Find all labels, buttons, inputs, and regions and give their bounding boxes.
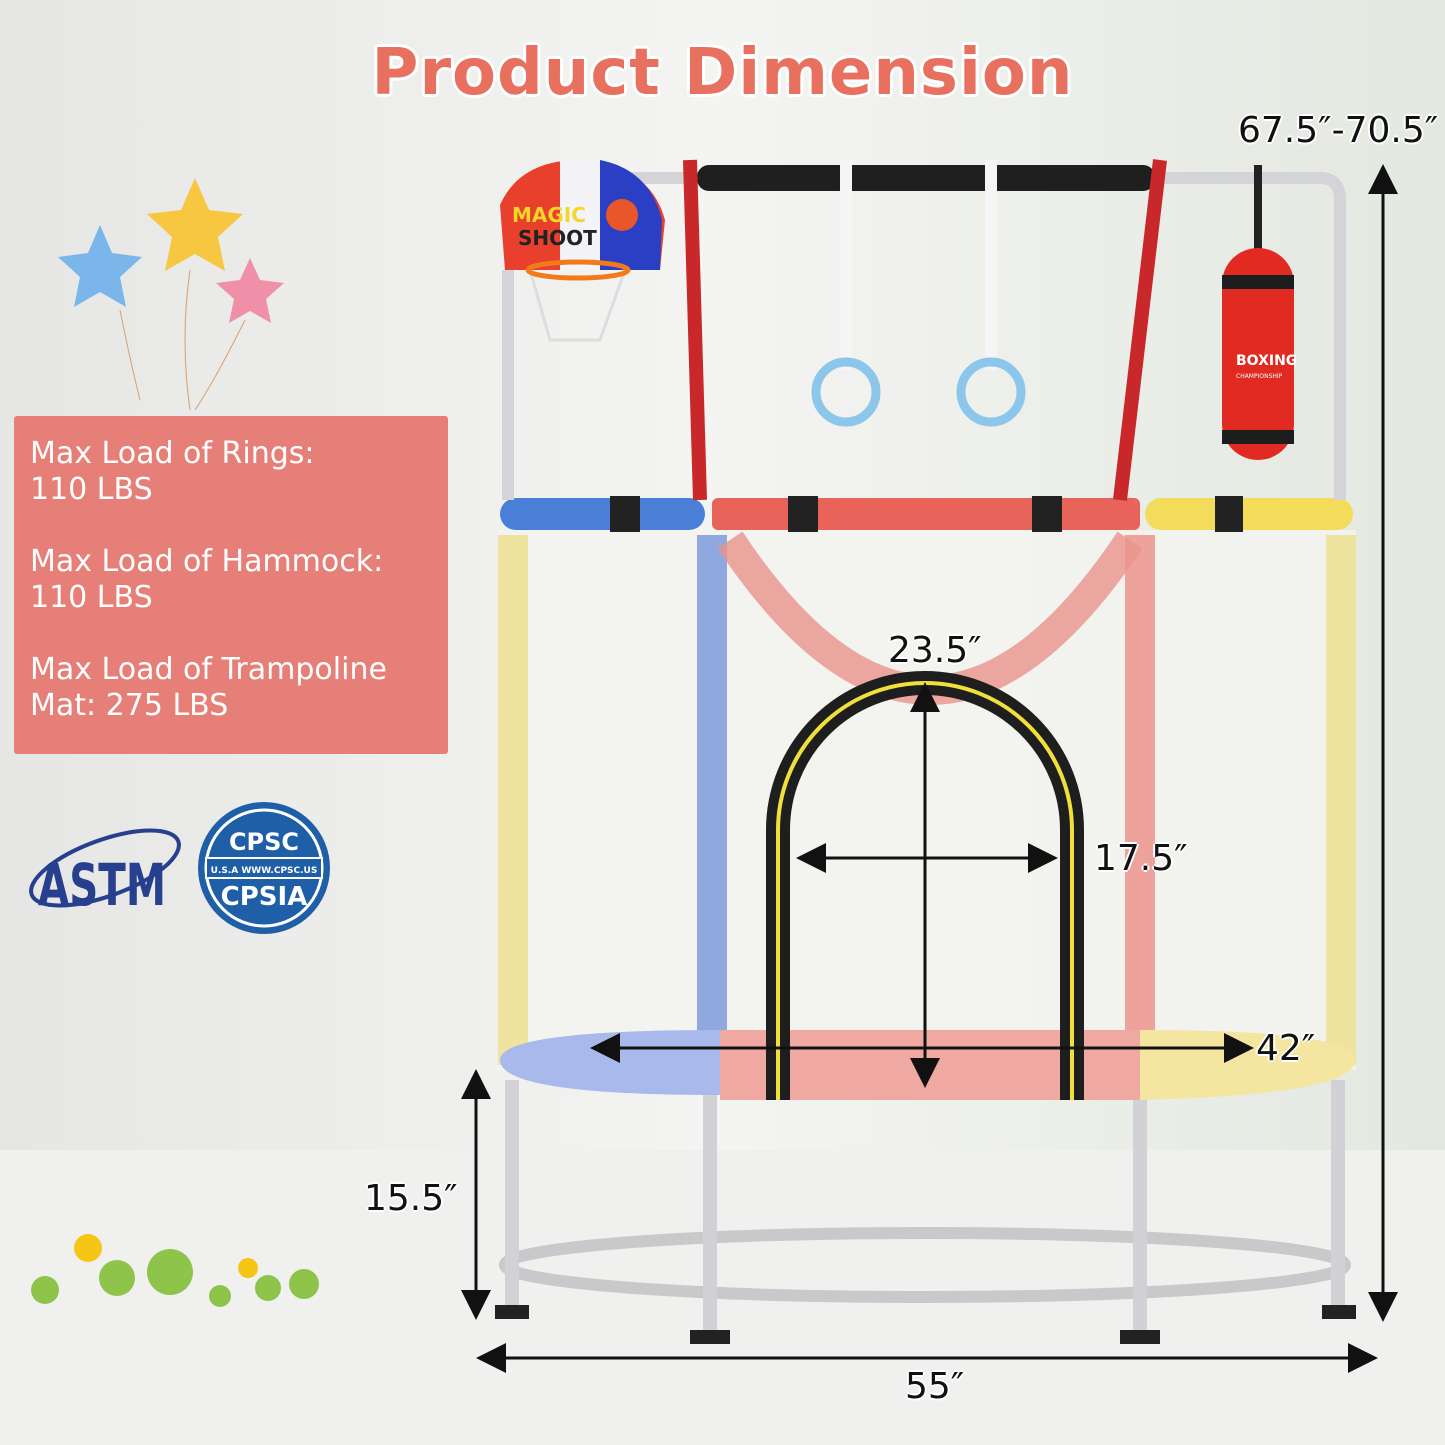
- dimension-lines: [461, 164, 1398, 1373]
- bag-text: CHAMPIONSHIP: [1236, 373, 1283, 380]
- page-title: Product Dimension: [371, 36, 1074, 110]
- load-specs-box: Max Load of Rings:110 LBS Max Load of Ha…: [14, 416, 448, 754]
- svg-text:ASTM: ASTM: [38, 851, 166, 919]
- svg-text:CPSIA: CPSIA: [221, 882, 308, 912]
- height-label: 67.5″-70.5″: [1238, 110, 1439, 151]
- spec-rings: Max Load of Rings:110 LBS: [30, 436, 315, 507]
- svg-text:U.S.A WWW.CPSC.US: U.S.A WWW.CPSC.US: [211, 866, 318, 876]
- balloons-decoration: [58, 178, 284, 411]
- cpsc-badge: CPSC U.S.A WWW.CPSC.US CPSIA: [198, 802, 330, 934]
- width-label: 55″: [905, 1366, 965, 1407]
- trees-decoration: [31, 1234, 319, 1307]
- bag-text: BOXING: [1236, 353, 1297, 369]
- hoop-text: MAGIC: [512, 203, 586, 227]
- mat-diameter-label: 42″: [1256, 1028, 1316, 1069]
- spec-hammock: Max Load of Hammock:110 LBS: [30, 544, 384, 615]
- svg-text:CPSC: CPSC: [229, 828, 299, 856]
- astm-logo: ASTM: [29, 828, 181, 919]
- ring-icon: [811, 357, 881, 427]
- door-width-label: 17.5″: [1094, 838, 1188, 879]
- hoop-text: SHOOT: [518, 226, 597, 250]
- leg-height-label: 15.5″: [364, 1178, 458, 1219]
- ring-icon: [956, 357, 1026, 427]
- door-height-label: 23.5″: [888, 630, 982, 671]
